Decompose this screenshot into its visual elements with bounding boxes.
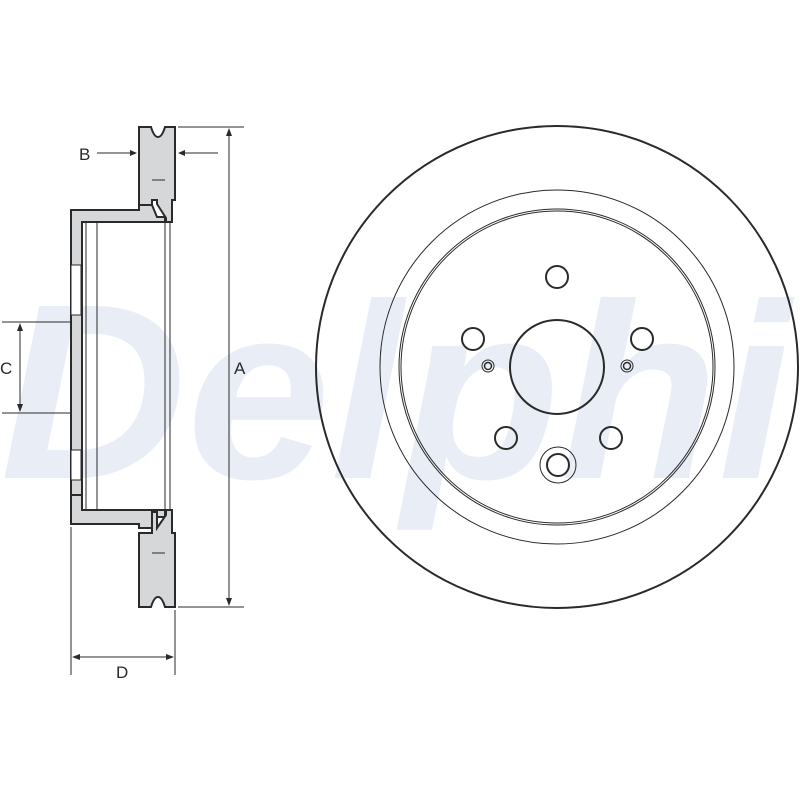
pin-hole-outer <box>481 359 495 373</box>
bolt-hole <box>494 426 518 450</box>
label-d: D <box>116 663 128 682</box>
label-c: C <box>0 359 12 378</box>
outer-rim <box>315 125 799 609</box>
side-view-inner-lines <box>70 179 171 554</box>
bolt-hole <box>599 426 623 450</box>
dimension-d <box>70 527 176 675</box>
bolt-hole <box>545 265 569 289</box>
hat-ring-outer <box>398 208 716 526</box>
label-b: B <box>79 145 90 164</box>
bolt-hole <box>630 327 654 351</box>
pin-hole-inner <box>622 361 632 371</box>
dimension-b <box>97 150 218 156</box>
bottom-hole-outer <box>539 446 577 484</box>
bottom-hole-inner <box>546 453 570 477</box>
watermark-text: Delphi <box>0 252 795 531</box>
bolt-hole <box>461 327 485 351</box>
center-bore <box>509 319 605 415</box>
hat-ring-inner <box>400 210 714 524</box>
dimension-c <box>2 321 70 414</box>
label-a: A <box>234 359 246 378</box>
pin-hole-inner <box>483 361 493 371</box>
friction-ring-inner <box>379 189 735 545</box>
pin-hole-outer <box>620 359 634 373</box>
dimension-a <box>178 126 244 608</box>
front-view <box>315 125 799 609</box>
